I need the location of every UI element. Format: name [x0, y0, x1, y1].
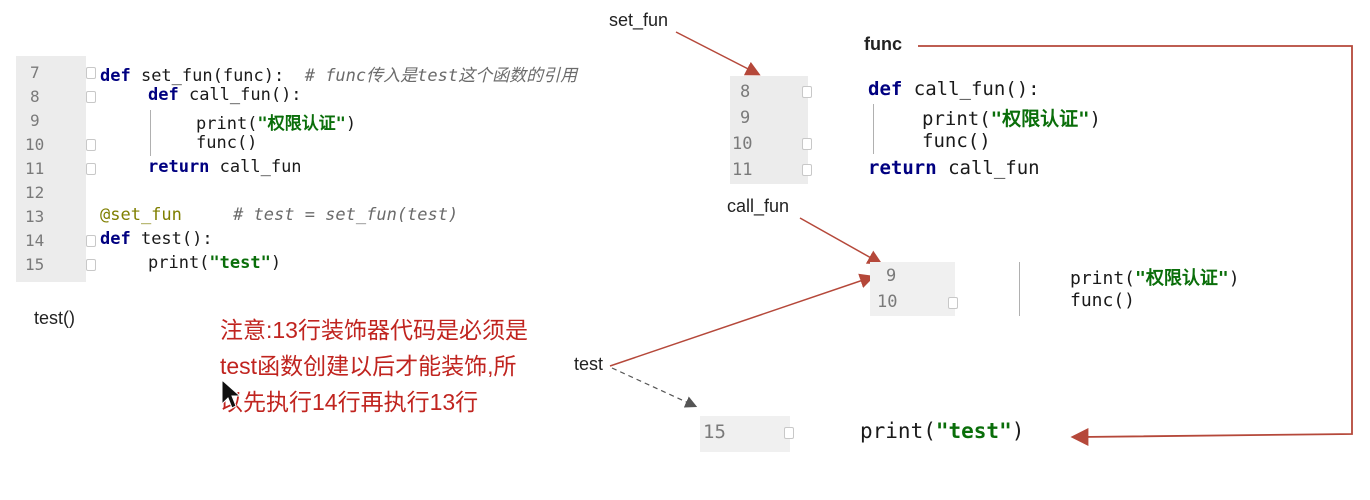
- func-label: func: [864, 34, 902, 54]
- fold-marker[interactable]: [802, 164, 812, 176]
- note-line: 注意:13行装饰器代码是必须是: [220, 317, 528, 343]
- test-call-label: test(): [34, 308, 76, 328]
- right-code-line-9: print("权限认证"): [922, 108, 1101, 130]
- fold-marker[interactable]: [86, 235, 96, 247]
- line-number: 8: [740, 82, 751, 102]
- decorator-order-note: 注意:13行装饰器代码是必须是 test函数创建以后才能装饰,所 以先执行14行…: [220, 312, 528, 420]
- indent-guide: [150, 110, 151, 156]
- fold-marker[interactable]: [802, 138, 812, 150]
- call-fun-label: call_fun: [727, 196, 790, 216]
- line-number: 15: [25, 255, 45, 274]
- test-arrow: [609, 273, 875, 367]
- set-fun-label: set_fun: [609, 10, 669, 30]
- indent-guide: [1019, 262, 1020, 316]
- line-number: 9: [30, 111, 40, 130]
- line-number: 11: [732, 160, 753, 180]
- left-code-line-9: print("权限认证"): [196, 114, 357, 134]
- left-code-line-7: def set_fun(func): # func传入是test这个函数的引用: [100, 66, 578, 86]
- left-code-line-14: def test():: [100, 229, 213, 249]
- fold-marker[interactable]: [86, 139, 96, 151]
- right-gutter: [730, 76, 808, 184]
- line-number: 12: [25, 183, 45, 202]
- right-code-line-11: return call_fun: [868, 157, 1040, 179]
- line-number: 9: [886, 266, 897, 286]
- line-number: 10: [25, 135, 45, 154]
- left-code-line-11: return call_fun: [148, 157, 302, 177]
- fold-marker[interactable]: [948, 297, 958, 309]
- note-line: 以先执行14行再执行13行: [220, 389, 479, 415]
- note-line: test函数创建以后才能装饰,所: [220, 353, 517, 379]
- line-number: 13: [25, 207, 45, 226]
- set-fun-arrow: [675, 31, 761, 76]
- fold-marker[interactable]: [802, 86, 812, 98]
- middle-code-line-9: print("权限认证"): [1070, 268, 1240, 289]
- left-code-line-8: def call_fun():: [148, 85, 302, 105]
- func-bracket-arrow: [918, 45, 1353, 438]
- line-number: 10: [732, 134, 753, 154]
- left-code-line-15: print("test"): [148, 253, 282, 273]
- middle-gutter: [870, 262, 955, 316]
- line-number: 10: [877, 292, 898, 312]
- test-label: test: [574, 354, 604, 374]
- line-number: 15: [703, 421, 726, 443]
- line-number: 8: [30, 87, 40, 106]
- middle-code-line-10: func(): [1070, 290, 1136, 311]
- right-code-line-10: func(): [922, 130, 991, 152]
- fold-marker[interactable]: [86, 259, 96, 271]
- fold-marker[interactable]: [86, 91, 96, 103]
- left-gutter: [16, 56, 86, 282]
- test-dashed-arrow: [611, 367, 698, 408]
- line-number: 9: [740, 108, 751, 128]
- line-number: 14: [25, 231, 45, 250]
- line-number: 11: [25, 159, 45, 178]
- indent-guide: [873, 104, 874, 154]
- right-code-line-8: def call_fun():: [868, 78, 1040, 100]
- fold-marker[interactable]: [86, 163, 96, 175]
- call-fun-arrow: [799, 217, 883, 265]
- fold-marker[interactable]: [784, 427, 794, 439]
- fold-marker[interactable]: [86, 67, 96, 79]
- bottom-code-line-15: print("test"): [860, 419, 1025, 443]
- left-code-line-13: @set_fun # test = set_fun(test): [100, 205, 459, 225]
- bottom-gutter: [700, 416, 790, 452]
- line-number: 7: [30, 63, 40, 82]
- left-code-line-10: func(): [196, 133, 258, 153]
